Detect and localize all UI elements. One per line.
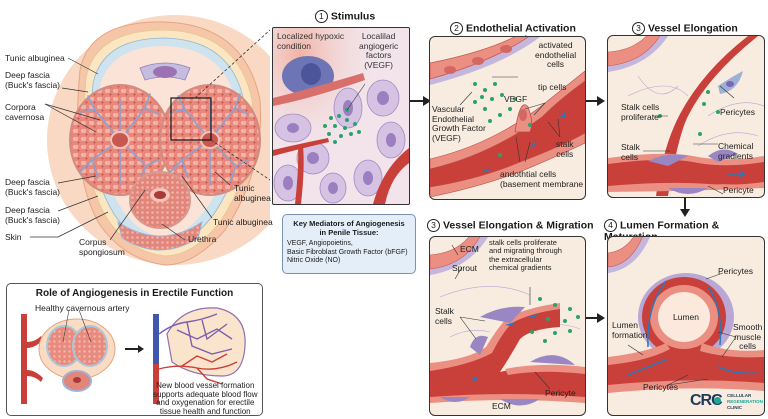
arrow-step2-to-step3 [584,96,605,106]
step-3-elongation-panel: Stalk cells proliferate Pericytes Stalk … [607,35,765,198]
label-pericytes-top: Pericytes [718,266,753,276]
elongation-illustration [608,36,764,196]
step-3b-title-text: Vessel Elongation & Migration [443,219,594,232]
lumen-illustration [608,237,764,393]
label-tunic-albuginea-top: Tunic albuginea [5,53,65,63]
arrow-step1-to-step2 [410,96,431,106]
role-of-angiogenesis-box: Role of Angiogenesis in Erectile Functio… [6,283,263,416]
crc-logo-dot [714,397,721,404]
label-urethra: Urethra [188,234,217,244]
label-localized-hypoxic: Localized hypoxic condition [277,31,345,51]
step-2-sprouting-panel: activated endothelial cells tip cells VE… [429,36,586,200]
crc-logo-mark: CRC [690,392,723,409]
step-3b-number: 3 [427,219,440,232]
penis-cross-section: Tunic albuginea Deep fascia (Buck's fasc… [0,0,273,280]
label-ecm-top: ECM [460,244,479,254]
label-pericyte: Pericyte [723,185,754,195]
crc-logo: CRC CELLULAR REGENERATION CLINIC [690,391,764,413]
label-deep-fascia-low: Deep fascia (Buck's fascia) [5,205,60,225]
step-1-number: 1 [314,10,328,23]
arrow-step3b-to-step4 [584,313,605,323]
label-chemical-gradients: Chemical gradients [718,141,754,161]
label-pericytes: Pericytes [720,107,755,117]
step-3b-migration-panel: ECM Sprout stalk cells proliferate and m… [429,236,586,416]
label-corpora-cavernosa: Corpora cavernosa [5,102,45,122]
step-4-lumen-panel: Pericytes Lumen Lumen formation Smooth m… [607,236,765,416]
label-angiogenic-factors: Localilad angiogeric factors (VEGF) [359,31,399,70]
healthy-artery-label: Healthy cavernous artery [35,303,130,313]
step-3-number: 3 [631,21,645,35]
stimulus-illustration [273,28,409,204]
role-box-illustration [21,307,246,404]
arrow-step3-to-step4 [680,196,690,217]
label-stalk-cells-3: Stalk cells [435,306,454,326]
label-deep-fascia-mid: Deep fascia (Buck's fascia) [5,177,60,197]
label-activated-endothelial: activated endothelial cells [535,40,577,69]
label-basement-membrane: andothtial cells (basement membrane [500,169,584,189]
crc-logo-line2: REGENERATION [727,399,763,404]
label-lumen-formation: Lumen formation [612,320,648,340]
crc-logo-line3: CLINIC [727,405,742,410]
key-mediators-box: Key Mediators of Angiogenesis in Penile … [282,214,416,274]
crc-logo-line1: CELLULAR [727,393,752,398]
sprouting-illustration [430,37,585,198]
migration-illustration [430,237,585,406]
mediators-list: VEGF, Angiopoietins, Basic Fibroblast Gr… [287,240,408,265]
label-stalk-cells-2: Stalk cells [621,142,640,162]
step-2-number: 2 [449,21,463,35]
step-1-title-text: Stimulus [330,10,376,23]
label-deep-fascia-top: Deep fascia (Buck's fascia) [5,70,60,90]
label-stalk-cells: stalk cells [556,139,574,159]
label-tunic-albuginea-right2: Tunic albuginea [213,217,273,227]
label-pericyte-3: Pericyte [545,388,576,398]
label-vegf: VEGF [504,94,528,104]
label-sprout: Sprout [452,263,478,273]
role-box-caption: New blood vessel formation supports adeq… [153,381,258,416]
label-corpus-spongiosum: Corpus spongiosum [79,237,125,257]
label-tip-cells: tip cells [538,82,567,92]
label-lumen: Lumen [673,312,699,322]
label-migration-note: stalk cells proliferate and migrating th… [489,238,562,273]
label-skin: Skin [5,232,22,242]
label-stalk-cells-proliferate: Stalk cells proliferate [621,102,660,122]
label-smooth-muscle-cells: Smooth muscle cells [733,322,763,351]
role-box-title: Role of Angiogenesis in Erectile Functio… [35,288,234,299]
mediators-title: Key Mediators of Angiogenesis in Penile … [293,219,405,237]
label-tunic-albuginea-right1: Tunic albuginea [234,183,271,203]
label-pericytes-bottom: Pericytes [643,382,678,392]
label-vascular-endothelial-growth-factor: Vascular Endothelial Growth Factor (VEGF… [432,104,486,143]
cross-section-illustration [30,15,270,266]
step-1-stimulus-panel: Localized hypoxic condition Localilad an… [272,27,410,205]
label-ecm-bottom: ECM [492,401,511,411]
